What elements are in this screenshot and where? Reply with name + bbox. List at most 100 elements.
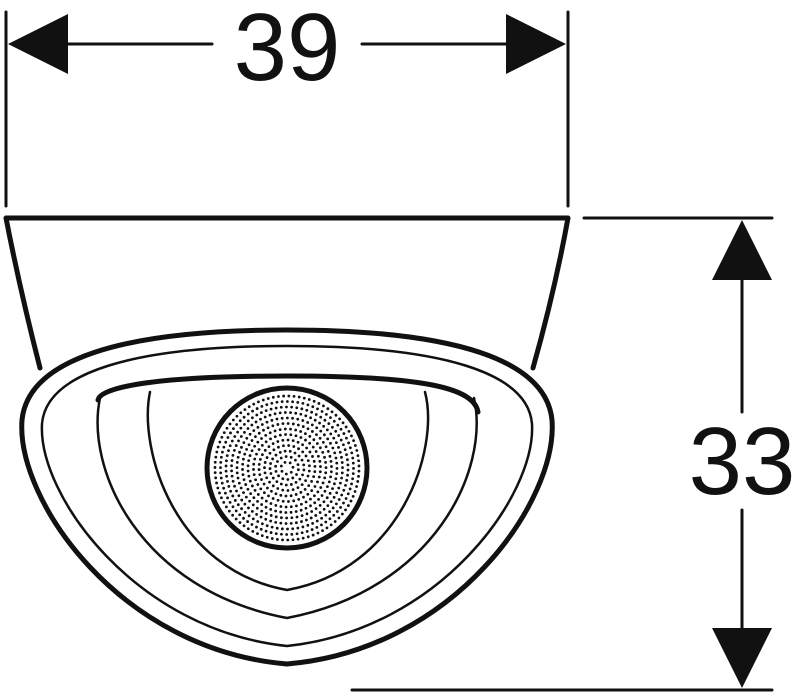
strainer-hole — [230, 469, 233, 473]
strainer-hole — [242, 524, 246, 528]
strainer-hole — [247, 443, 251, 447]
strainer-hole — [318, 421, 321, 425]
strainer-hole — [266, 426, 270, 430]
strainer-hole — [357, 464, 361, 468]
strainer-hole — [324, 520, 328, 524]
strainer-hole — [273, 429, 277, 433]
strainer-hole — [262, 482, 266, 486]
strainer-hole — [262, 491, 266, 495]
strainer-hole — [313, 485, 317, 488]
strainer-hole — [325, 496, 329, 500]
strainer-hole — [233, 484, 236, 488]
strainer-hole — [236, 503, 240, 507]
strainer-hole — [317, 402, 321, 405]
strainer-hole — [230, 459, 234, 462]
strainer-hole — [326, 407, 330, 411]
strainer-hole — [216, 486, 220, 490]
strainer-hole — [284, 472, 288, 476]
strainer-hole — [231, 418, 235, 422]
strainer-hole — [307, 484, 311, 488]
strainer-hole — [308, 450, 312, 454]
strainer-hole — [337, 498, 341, 501]
strainer-hole — [277, 395, 280, 398]
strainer-hole — [289, 505, 293, 509]
strainer-hole — [329, 500, 333, 504]
strainer-hole — [280, 469, 284, 473]
strainer-hole — [301, 425, 305, 428]
strainer-hole — [296, 537, 300, 541]
strainer-hole — [347, 429, 351, 433]
strainer-hole — [252, 468, 255, 471]
strainer-hole — [241, 457, 245, 461]
strainer-hole — [305, 518, 308, 522]
strainer-hole — [253, 444, 257, 448]
strainer-hole — [320, 494, 324, 497]
strainer-hole — [332, 495, 336, 499]
strainer-hole — [240, 498, 244, 502]
strainer-hole — [265, 535, 269, 539]
strainer-hole — [304, 438, 307, 442]
strainer-hole — [294, 434, 298, 438]
strainer-hole — [302, 396, 306, 400]
strainer-hole — [237, 439, 240, 443]
strainer-hole — [252, 462, 256, 466]
strainer-hole — [259, 487, 263, 491]
strainer-hole — [274, 515, 278, 519]
strainer-hole — [304, 454, 308, 458]
strainer-hole — [291, 488, 295, 492]
drain-strainer-perforation — [213, 394, 361, 542]
strainer-hole — [345, 453, 348, 457]
strainer-hole — [244, 495, 248, 499]
strainer-hole — [286, 478, 290, 481]
strainer-hole — [247, 474, 251, 478]
strainer-hole — [248, 432, 252, 436]
strainer-hole — [323, 476, 327, 480]
strainer-hole — [222, 501, 226, 504]
strainer-hole — [260, 405, 264, 408]
strainer-hole — [219, 461, 223, 464]
strainer-hole — [337, 516, 341, 520]
strainer-hole — [269, 462, 272, 465]
strainer-hole — [296, 486, 300, 490]
width-dimension: 39 — [4, 0, 570, 208]
strainer-hole — [225, 454, 229, 458]
strainer-hole — [318, 459, 322, 463]
strainer-hole — [252, 496, 256, 500]
strainer-hole — [341, 421, 345, 425]
strainer-hole — [255, 525, 258, 529]
strainer-hole — [294, 521, 298, 525]
strainer-hole — [315, 526, 319, 529]
strainer-hole — [237, 481, 241, 485]
strainer-hole — [278, 451, 282, 454]
strainer-hole — [234, 509, 238, 513]
strainer-hole — [284, 522, 288, 525]
strainer-hole — [292, 445, 296, 448]
strainer-hole — [216, 445, 220, 449]
strainer-hole — [318, 470, 322, 474]
strainer-hole — [329, 416, 332, 420]
strainer-hole — [246, 419, 250, 423]
strainer-hole — [271, 457, 275, 461]
strainer-hole — [321, 451, 325, 454]
strainer-hole — [225, 505, 228, 509]
strainer-hole — [274, 503, 278, 507]
strainer-hole — [331, 487, 334, 491]
strainer-hole — [330, 410, 334, 414]
strainer-hole — [299, 412, 303, 416]
strainer-hole — [250, 423, 254, 427]
strainer-hole — [335, 510, 339, 513]
strainer-hole — [284, 505, 288, 509]
strainer-hole — [283, 449, 287, 453]
strainer-hole — [304, 479, 307, 483]
strainer-hole — [245, 447, 249, 451]
strainer-hole — [331, 446, 335, 450]
strainer-hole — [295, 515, 299, 519]
strainer-hole — [356, 480, 360, 483]
strainer-hole — [313, 501, 317, 505]
strainer-hole — [226, 479, 229, 483]
strainer-hole — [301, 450, 305, 454]
strainer-hole — [339, 427, 343, 431]
strainer-hole — [222, 431, 226, 435]
strainer-hole — [256, 532, 259, 536]
strainer-hole — [334, 441, 338, 445]
